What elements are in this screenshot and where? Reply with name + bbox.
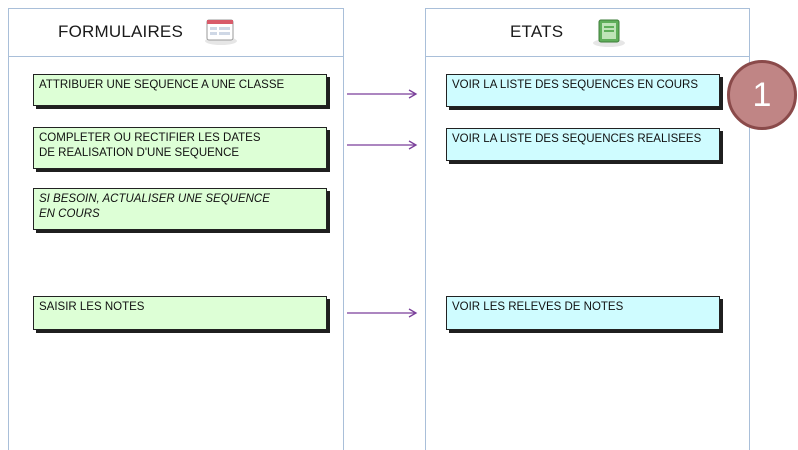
arrow-right-icon xyxy=(347,89,418,99)
completed-sequences-report-button[interactable]: VOIR LA LISTE DES SEQUENCES REALISEES xyxy=(446,128,720,161)
reports-panel-header: ETATS xyxy=(426,9,749,57)
arrow-right-icon xyxy=(347,140,418,150)
forms-panel-title: FORMULAIRES xyxy=(58,22,183,41)
form-icon xyxy=(203,18,239,51)
assign-sequence-button[interactable]: ATTRIBUER UNE SEQUENCE A UNE CLASSE xyxy=(33,74,327,106)
forms-panel-header: FORMULAIRES xyxy=(9,9,343,57)
report-icon xyxy=(591,18,627,53)
grade-reports-button[interactable]: VOIR LES RELEVES DE NOTES xyxy=(446,296,720,330)
update-sequence-button[interactable]: SI BESOIN, ACTUALISER UNE SEQUENCE EN CO… xyxy=(33,188,327,230)
callout-badge: 1 xyxy=(727,60,797,130)
enter-grades-button[interactable]: SAISIR LES NOTES xyxy=(33,296,327,330)
sequences-in-progress-report-button[interactable]: VOIR LA LISTE DES SEQUENCES EN COURS xyxy=(446,74,720,107)
reports-panel-title: ETATS xyxy=(510,22,564,41)
arrow-right-icon xyxy=(347,308,418,318)
complete-dates-button[interactable]: COMPLETER OU RECTIFIER LES DATES DE REAL… xyxy=(33,127,327,169)
